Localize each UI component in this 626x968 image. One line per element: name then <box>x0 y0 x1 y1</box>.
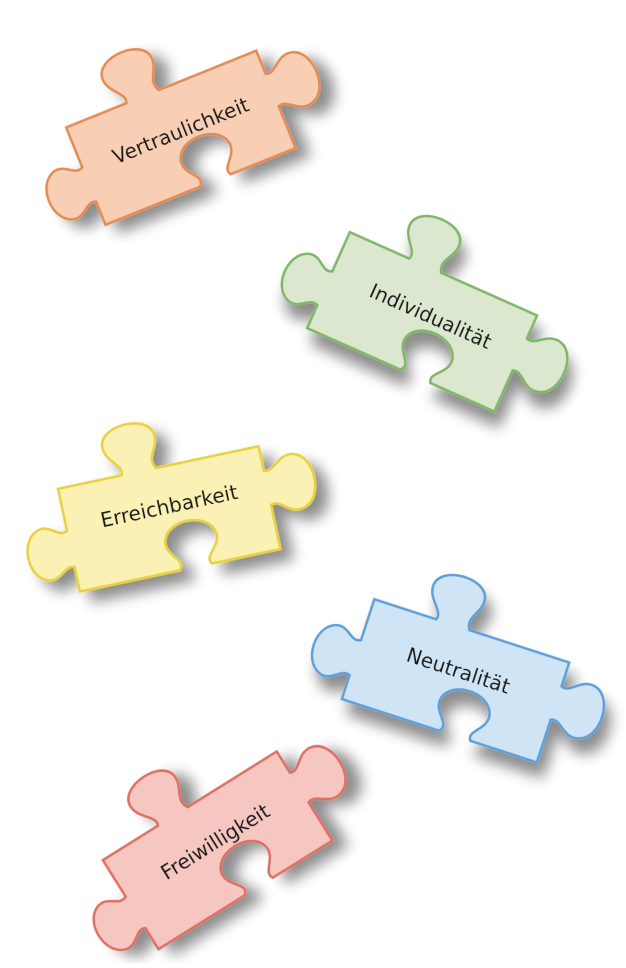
puzzle-piece-individualitaet: Individualität <box>266 168 603 433</box>
puzzle-piece-icon <box>266 168 603 433</box>
puzzle-piece-icon <box>38 683 375 968</box>
puzzle-piece-neutralitaet: Neutralität <box>299 537 626 779</box>
puzzle-piece-erreichbarkeit: Erreichbarkeit <box>4 387 329 602</box>
puzzle-piece-freiwilligkeit: Freiwilligkeit <box>38 683 375 968</box>
puzzle-piece-icon <box>299 537 626 779</box>
puzzle-piece-vertraulichkeit: Vertraulichkeit <box>6 0 342 243</box>
